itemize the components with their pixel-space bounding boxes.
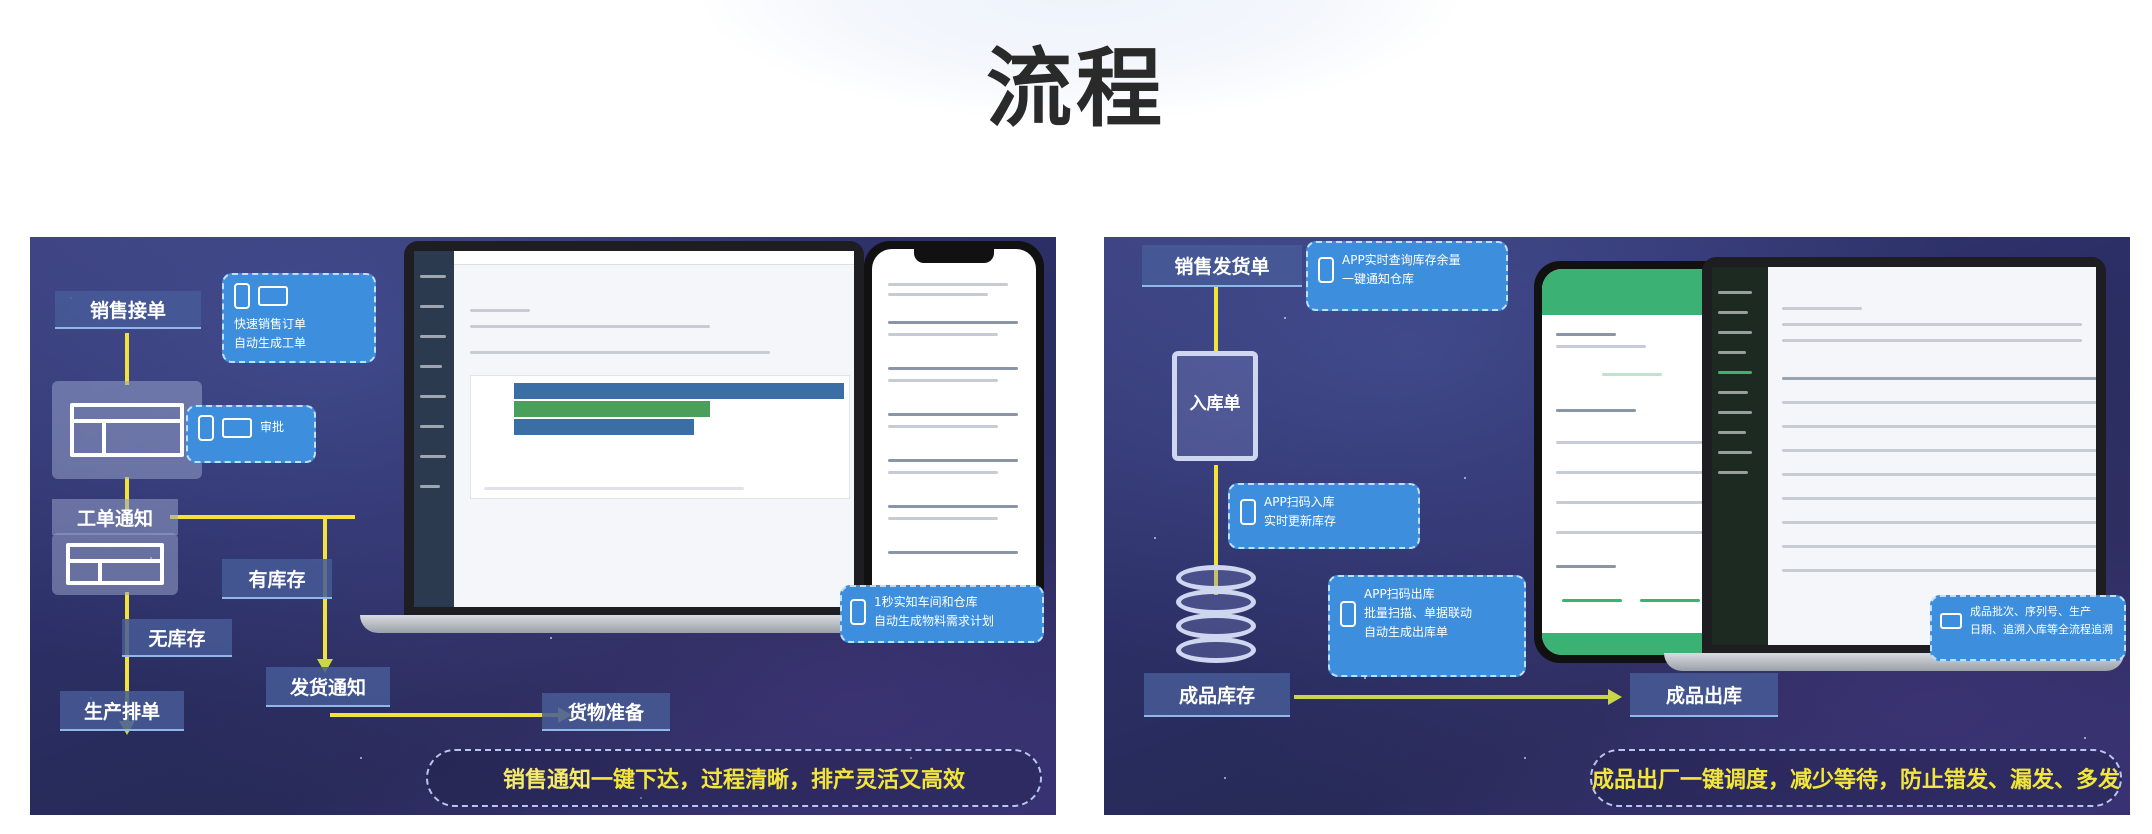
phone-icon	[234, 283, 250, 309]
phone-mockup	[864, 241, 1044, 613]
label-work-order-notice: 工单通知	[52, 499, 178, 535]
label-shipping-notice: 发货通知	[266, 667, 390, 707]
bubble-text: 审批	[260, 420, 285, 435]
monitor-icon	[258, 286, 288, 306]
slogan-text: 成品出厂一键调度，减少等待，防止错发、漏发、多发	[1592, 768, 2121, 793]
form-icon	[52, 533, 178, 595]
slogan-sales: 销售通知一键下达，过程清晰，排产灵活又高效	[426, 749, 1042, 807]
laptop-base	[360, 615, 890, 633]
label-finished-stock: 成品库存	[1144, 673, 1290, 717]
bubble-traceability: 成品批次、序列号、生产 日期、追溯入库等全流程追溯	[1930, 595, 2126, 661]
connector-line	[1294, 695, 1610, 699]
arrow-right	[1608, 689, 1622, 705]
bubble-text: 实时更新库存	[1264, 514, 1337, 529]
laptop-screen	[1712, 267, 2096, 645]
slogan-delivery: 成品出厂一键调度，减少等待，防止错发、漏发、多发	[1590, 749, 2122, 807]
bubble-scan-outbound: APP扫码出库 批量扫描、单据联动 自动生成出库单	[1328, 575, 1526, 677]
flow-panel-sales: 销售接单 工单通知 有库存 无库存 生产排单 发货通知 货物准备 快速销售订单 …	[30, 237, 1056, 815]
label-in-stock: 有库存	[222, 559, 332, 599]
phone-screen	[1542, 269, 1722, 655]
phone-icon	[850, 599, 866, 626]
phone-icon	[1340, 600, 1356, 627]
bubble-text: APP扫码出库	[1364, 587, 1435, 601]
laptop-mockup	[1702, 257, 2106, 655]
slogan-text: 一键下达，过程清晰，排产灵活又高效	[591, 768, 966, 793]
bubble-text: 日期、追溯入库等全流程追溯	[1970, 622, 2113, 636]
bubble-text: 自动生成工单	[234, 336, 307, 351]
flow-panel-delivery: 销售发货单 入库单 成品库存 成品出库 APP实时查询库存余量 一键通知仓库 A…	[1104, 237, 2130, 815]
side-nav	[1712, 267, 1768, 645]
bubble-text: 批量扫描、单据联动	[1364, 606, 1473, 621]
bubble-text: APP实时查询库存余量	[1342, 253, 1461, 267]
gantt-bar	[514, 401, 710, 417]
bubble-text: 一键通知仓库	[1342, 272, 1415, 287]
slogan-text: 销售通知	[502, 768, 591, 793]
connector-line	[170, 515, 355, 519]
connector-line	[125, 592, 129, 722]
bubble-sales-entry: 快速销售订单 自动生成工单	[222, 273, 376, 363]
gantt-bar	[514, 383, 844, 399]
bubble-text: 1秒实知车间和仓库	[874, 595, 978, 609]
form-icon	[52, 381, 202, 479]
connector-line	[125, 477, 129, 511]
document-icon	[1172, 351, 1258, 461]
laptop-screen	[414, 251, 854, 607]
label-finished-outbound: 成品出库	[1630, 673, 1778, 717]
phone-mockup	[1534, 261, 1730, 663]
label-inbound-sheet: 入库单	[1189, 393, 1241, 414]
phone-icon	[1240, 499, 1256, 526]
monitor-icon	[1940, 612, 1962, 629]
bubble-text: APP扫码入库	[1264, 495, 1335, 509]
phone-icon	[198, 415, 214, 441]
bubble-query-stock: APP实时查询库存余量 一键通知仓库	[1306, 241, 1508, 311]
bubble-text: 自动生成物料需求计划	[874, 614, 995, 629]
laptop-mockup	[404, 241, 864, 617]
label-goods-prep: 货物准备	[542, 693, 670, 731]
bubble-text: 成品批次、序列号、生产	[1970, 605, 2091, 618]
monitor-icon	[222, 418, 252, 438]
bubble-text: 快速销售订单	[234, 317, 307, 331]
bubble-approval: 审批	[186, 405, 316, 463]
bubble-notify-workshop: 1秒实知车间和仓库 自动生成物料需求计划	[840, 585, 1044, 643]
label-sales-order: 销售接单	[55, 291, 201, 329]
label-sales-delivery: 销售发货单	[1142, 245, 1302, 287]
connector-line	[125, 333, 129, 385]
gantt-bar	[514, 419, 694, 435]
side-nav	[414, 251, 454, 607]
database-icon	[1176, 565, 1256, 665]
connector-line	[1214, 465, 1218, 595]
label-production-schedule: 生产排单	[60, 691, 184, 731]
bubble-scan-inbound: APP扫码入库 实时更新库存	[1228, 483, 1420, 549]
connector-line	[330, 713, 560, 717]
bubble-text: 自动生成出库单	[1364, 625, 1449, 640]
phone-screen	[872, 249, 1036, 605]
connector-line	[1214, 287, 1218, 351]
phone-icon	[1318, 257, 1334, 284]
page-title: 流程	[986, 39, 1166, 139]
label-out-of-stock: 无库存	[122, 619, 232, 657]
